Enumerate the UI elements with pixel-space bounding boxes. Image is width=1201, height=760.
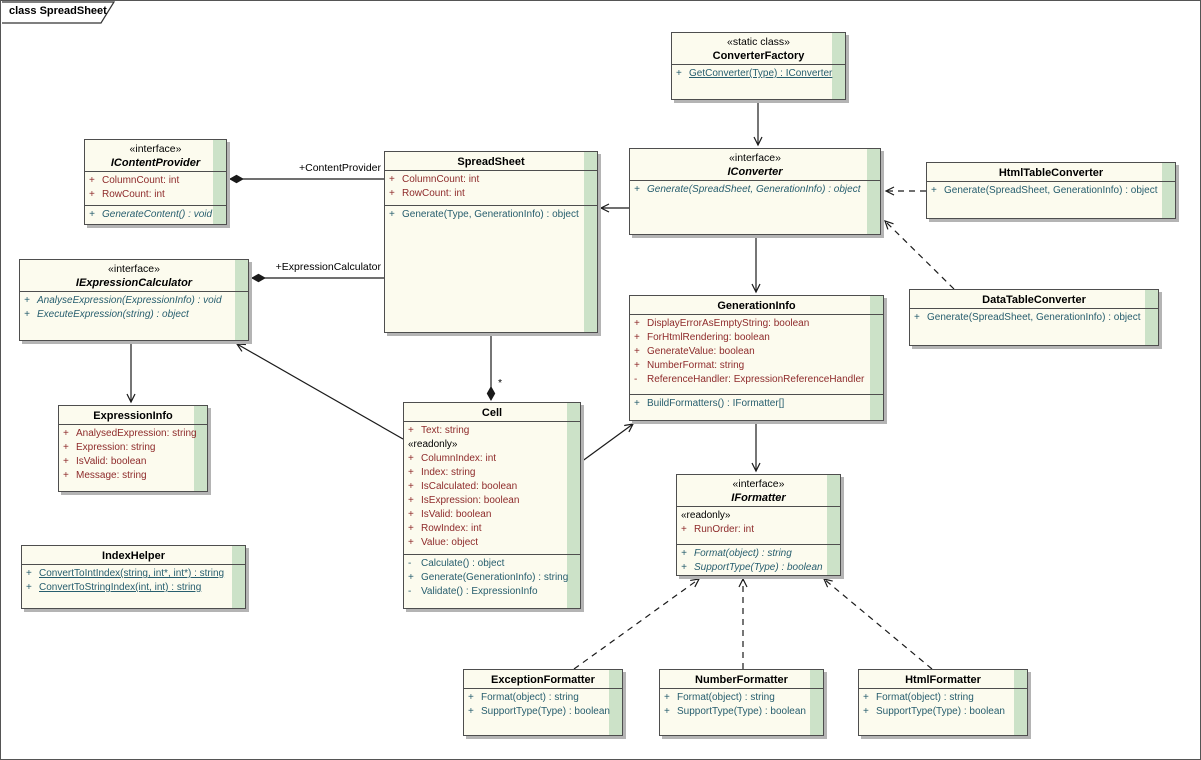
arrow-cell-to-generationinfo[interactable] <box>580 424 633 463</box>
attribute-row: +DisplayErrorAsEmptyString: boolean <box>634 318 810 329</box>
attribute-row: +GenerateValue: boolean <box>634 346 755 357</box>
operation-row: +Generate(SpreadSheet, GenerationInfo) :… <box>914 312 1141 323</box>
readonly-stereotype-row: «readonly» <box>681 510 731 521</box>
attribute-row: +Text: string <box>408 425 470 436</box>
attribute-row: +RowIndex: int <box>408 523 482 534</box>
operation-row: +ConvertToStringIndex(int, int) : string <box>26 582 202 593</box>
stereotype: «static class» <box>726 36 791 48</box>
attribute-row: +Expression: string <box>63 442 156 453</box>
class-box-icontentprovider[interactable]: «interface» IContentProvider +ColumnCoun… <box>84 139 227 225</box>
class-name: DataTableConverter <box>982 294 1086 306</box>
operation-row: +Generate(Type, GenerationInfo) : object <box>389 209 579 220</box>
class-name: IExpressionCalculator <box>75 277 193 289</box>
operation-row: +GenerateContent() : void <box>89 209 213 220</box>
operation-row: +GetConverter(Type) : IConverter <box>676 68 833 79</box>
role-label-expressioncalculator: +ExpressionCalculator <box>275 261 381 273</box>
operation-row: +BuildFormatters() : IFormatter[] <box>634 398 785 409</box>
operation-row: +Format(object) : string <box>863 692 974 703</box>
class-name: Cell <box>481 407 503 419</box>
class-box-indexhelper[interactable]: IndexHelper +ConvertToIntIndex(string, i… <box>21 545 246 609</box>
operation-row: +Format(object) : string <box>468 692 579 703</box>
attribute-row: +Message: string <box>63 470 147 481</box>
arrow-cell-to-iexpressioncalculator[interactable] <box>237 344 404 440</box>
attribute-row: +NumberFormat: string <box>634 360 745 371</box>
attribute-row: -ReferenceHandler: ExpressionReferenceHa… <box>634 374 865 385</box>
realize-htmlformatter-iformatter[interactable] <box>824 579 933 670</box>
class-box-htmltableconverter[interactable]: HtmlTableConverter +Generate(SpreadSheet… <box>926 162 1176 219</box>
attribute-row: +Value: object <box>408 537 479 548</box>
operation-row: +SupportType(Type) : boolean <box>863 706 1005 717</box>
frame-tab-label: class SpreadSheet <box>9 5 107 17</box>
operation-row: +ConvertToIntIndex(string, int*, int*) :… <box>26 568 225 579</box>
class-name: ConverterFactory <box>712 50 805 62</box>
attribute-row: +IsExpression: boolean <box>408 495 520 506</box>
realize-exceptionformatter-iformatter[interactable] <box>573 579 699 670</box>
operation-row: +AnalyseExpression(ExpressionInfo) : voi… <box>24 295 222 306</box>
class-name: ExceptionFormatter <box>491 674 595 686</box>
class-box-iconverter[interactable]: «interface» IConverter +Generate(SpreadS… <box>629 148 881 235</box>
class-box-htmlformatter[interactable]: HtmlFormatter +Format(object) : string +… <box>858 669 1028 736</box>
operation-row: -Validate() : ExpressionInfo <box>408 586 538 597</box>
readonly-stereotype-row: «readonly» <box>408 439 458 450</box>
operation-row: +SupportType(Type) : boolean <box>681 562 823 573</box>
class-box-iformatter[interactable]: «interface» IFormatter «readonly» +RunOr… <box>676 474 841 576</box>
operation-row: +SupportType(Type) : boolean <box>664 706 806 717</box>
attribute-row: +IsValid: boolean <box>63 456 147 467</box>
class-box-spreadsheet[interactable]: SpreadSheet +ColumnCount: int +RowCount:… <box>384 151 598 333</box>
class-box-cell[interactable]: Cell +Text: string «readonly» +ColumnInd… <box>403 402 581 609</box>
class-box-numberformatter[interactable]: NumberFormatter +Format(object) : string… <box>659 669 824 736</box>
stereotype: «interface» <box>108 263 160 275</box>
class-box-expressioninfo[interactable]: ExpressionInfo +AnalysedExpression: stri… <box>58 405 208 492</box>
class-box-datatableconverter[interactable]: DataTableConverter +Generate(SpreadSheet… <box>909 289 1159 346</box>
attribute-row: +AnalysedExpression: string <box>63 428 197 439</box>
class-name: ExpressionInfo <box>93 410 173 422</box>
operation-row: +Generate(SpreadSheet, GenerationInfo) :… <box>931 185 1158 196</box>
class-box-generationinfo[interactable]: GenerationInfo +DisplayErrorAsEmptyStrin… <box>629 295 884 421</box>
class-name: GenerationInfo <box>717 300 796 312</box>
operation-row: +SupportType(Type) : boolean <box>468 706 610 717</box>
operation-row: -Calculate() : object <box>408 558 505 569</box>
attribute-row: +ColumnCount: int <box>89 175 180 186</box>
attribute-row: +IsValid: boolean <box>408 509 492 520</box>
attribute-row: +ColumnCount: int <box>389 174 480 185</box>
class-name: IConverter <box>727 166 783 178</box>
class-name: NumberFormatter <box>695 674 788 686</box>
multiplicity-label-cell: * <box>498 377 503 389</box>
class-box-iexpressioncalculator[interactable]: «interface» IExpressionCalculator +Analy… <box>19 259 249 341</box>
role-label-contentprovider: +ContentProvider <box>298 162 381 174</box>
attribute-row: +ColumnIndex: int <box>408 453 497 464</box>
stereotype: «interface» <box>729 152 781 164</box>
operation-row: +Generate(SpreadSheet, GenerationInfo) :… <box>634 184 861 195</box>
stereotype: «interface» <box>129 143 182 155</box>
operation-row: +Generate(GenerationInfo) : string <box>408 572 569 583</box>
class-name: SpreadSheet <box>457 156 525 168</box>
operation-row: +ExecuteExpression(string) : object <box>24 309 189 320</box>
class-box-exceptionformatter[interactable]: ExceptionFormatter +Format(object) : str… <box>463 669 623 736</box>
operation-row: +Format(object) : string <box>664 692 775 703</box>
class-name: IFormatter <box>731 492 786 504</box>
class-box-converterfactory[interactable]: «static class» ConverterFactory +GetConv… <box>671 32 846 100</box>
attribute-row: +ForHtmlRendering: boolean <box>634 332 770 343</box>
attribute-row: +Index: string <box>408 467 476 478</box>
attribute-row: +RunOrder: int <box>681 524 755 535</box>
attribute-row: +RowCount: int <box>89 189 165 200</box>
attribute-row: +RowCount: int <box>389 188 465 199</box>
class-name: IndexHelper <box>102 550 165 562</box>
attribute-row: +IsCalculated: boolean <box>408 481 518 492</box>
class-name: HtmlTableConverter <box>998 167 1104 179</box>
class-name: HtmlFormatter <box>905 674 981 686</box>
class-name: IContentProvider <box>110 157 201 169</box>
operation-row: +Format(object) : string <box>681 548 792 559</box>
realize-datatableconverter-iconverter[interactable] <box>885 221 955 290</box>
stereotype: «interface» <box>732 478 785 490</box>
